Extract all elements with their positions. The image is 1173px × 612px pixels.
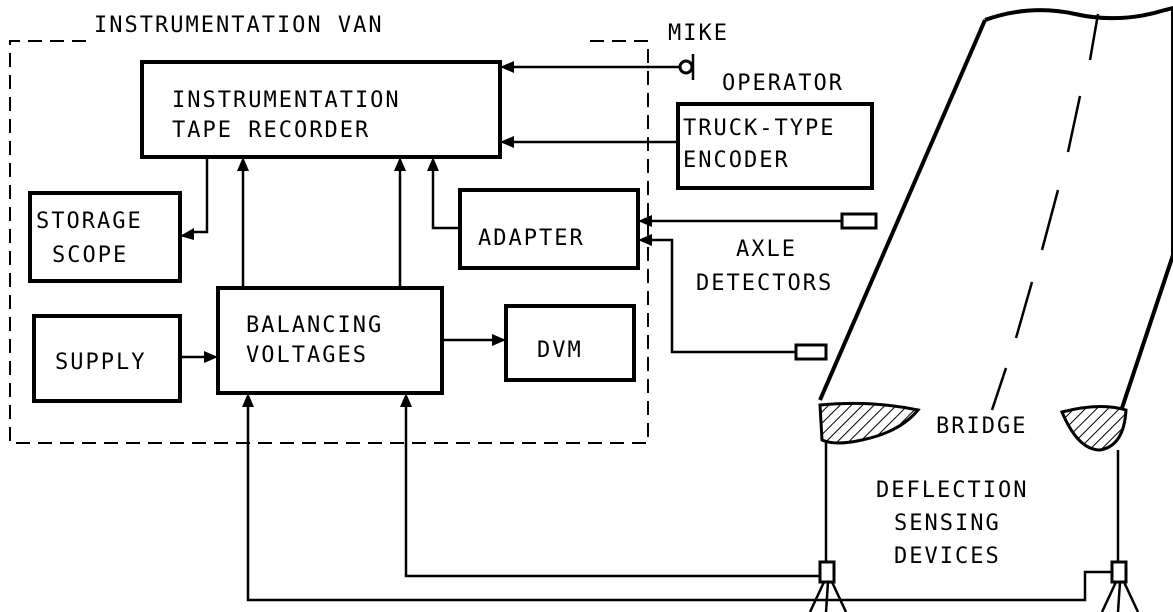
bridge-label: BRIDGE [936,414,1027,439]
van-boundary: INSTRUMENTATION VAN [9,13,649,444]
deflection-device-2 [1100,450,1140,612]
connection-wires [180,61,1112,602]
supply-label: SUPPLY [55,350,146,375]
deflection-label-3: DEVICES [894,544,1001,569]
microphone-icon [678,54,695,80]
adapter-label: ADAPTER [478,226,585,251]
storage-scope-block: STORAGE SCOPE [28,191,182,283]
tape-recorder-label-1: INSTRUMENTATION [172,88,401,113]
tape-recorder-block: INSTRUMENTATION TAPE RECORDER [140,60,502,159]
axle-label: AXLE [736,237,797,262]
dvm-label: DVM [537,338,583,363]
axle-detector-1 [840,212,878,230]
van-title: INSTRUMENTATION VAN [94,13,384,38]
encoder-label-2: ENCODER [683,148,790,173]
balancing-label-2: VOLTAGES [246,343,368,368]
operator-label: OPERATOR [722,71,844,96]
balancing-label-1: BALANCING [246,313,383,338]
deflection-label-1: DEFLECTION [876,478,1028,503]
storage-scope-label-2: SCOPE [52,243,128,268]
axle-detector-2 [794,343,828,361]
adapter-block: ADAPTER [458,188,640,270]
detectors-label: DETECTORS [696,271,833,296]
deflection-label-2: SENSING [894,511,1001,536]
tape-recorder-label-2: TAPE RECORDER [172,118,370,143]
deflection-device-1 [808,440,848,612]
dvm-block: DVM [504,304,636,382]
mike-label: MIKE [668,21,729,46]
encoder-block: TRUCK-TYPE ENCODER [676,102,874,190]
bridge-deck [818,5,1173,452]
encoder-label-1: TRUCK-TYPE [683,116,835,141]
storage-scope-label-1: STORAGE [36,209,143,234]
balancing-voltages-block: BALANCING VOLTAGES [216,286,444,395]
supply-block: SUPPLY [32,314,182,403]
